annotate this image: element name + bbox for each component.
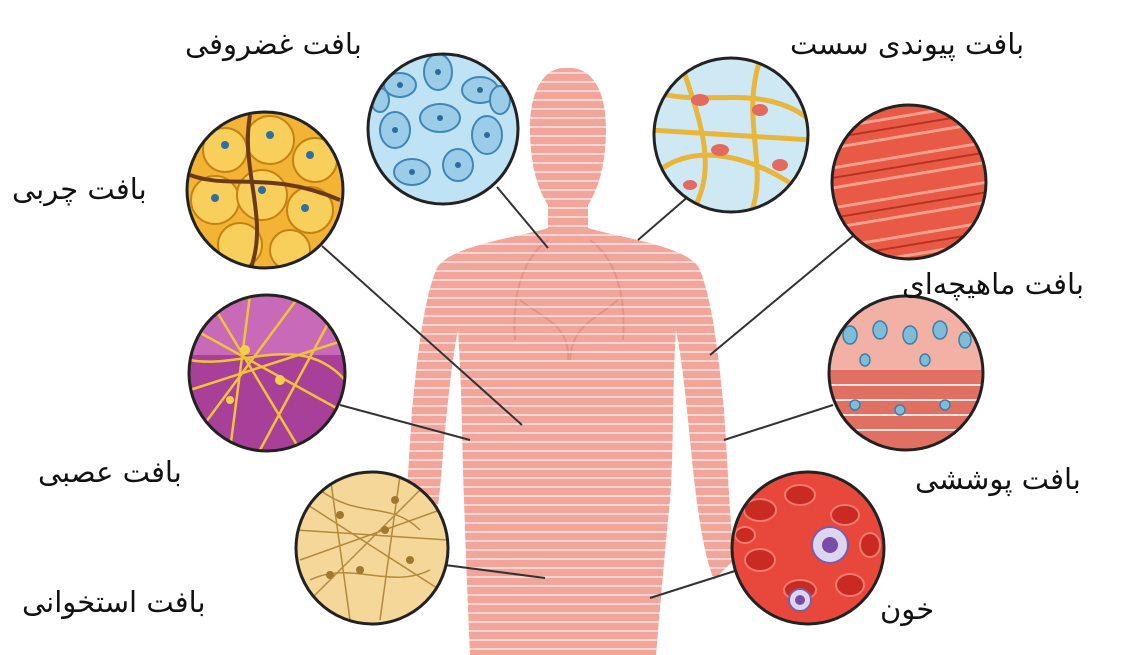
label-adipose: بافت چربی [12, 175, 147, 204]
label-epithelial: بافت پوششی [915, 465, 1081, 494]
muscle-tissue-circle [820, 100, 1000, 270]
cartilage-tissue-circle [368, 54, 518, 204]
bone-tissue-circle [296, 472, 448, 624]
label-loose-connective: بافت پیوندی سست [790, 30, 1024, 59]
epithelial-tissue-circle [829, 296, 983, 450]
label-bone: بافت استخوانی [22, 588, 206, 617]
label-blood: خون [880, 595, 934, 624]
label-muscle: بافت ماهیچه‌ای [902, 270, 1084, 299]
nervous-tissue-circle [189, 295, 345, 451]
blood-tissue-circle [732, 472, 884, 624]
label-nervous: بافت عصبی [38, 458, 182, 487]
label-cartilage: بافت غضروفی [185, 30, 362, 59]
adipose-tissue-circle [187, 112, 343, 270]
